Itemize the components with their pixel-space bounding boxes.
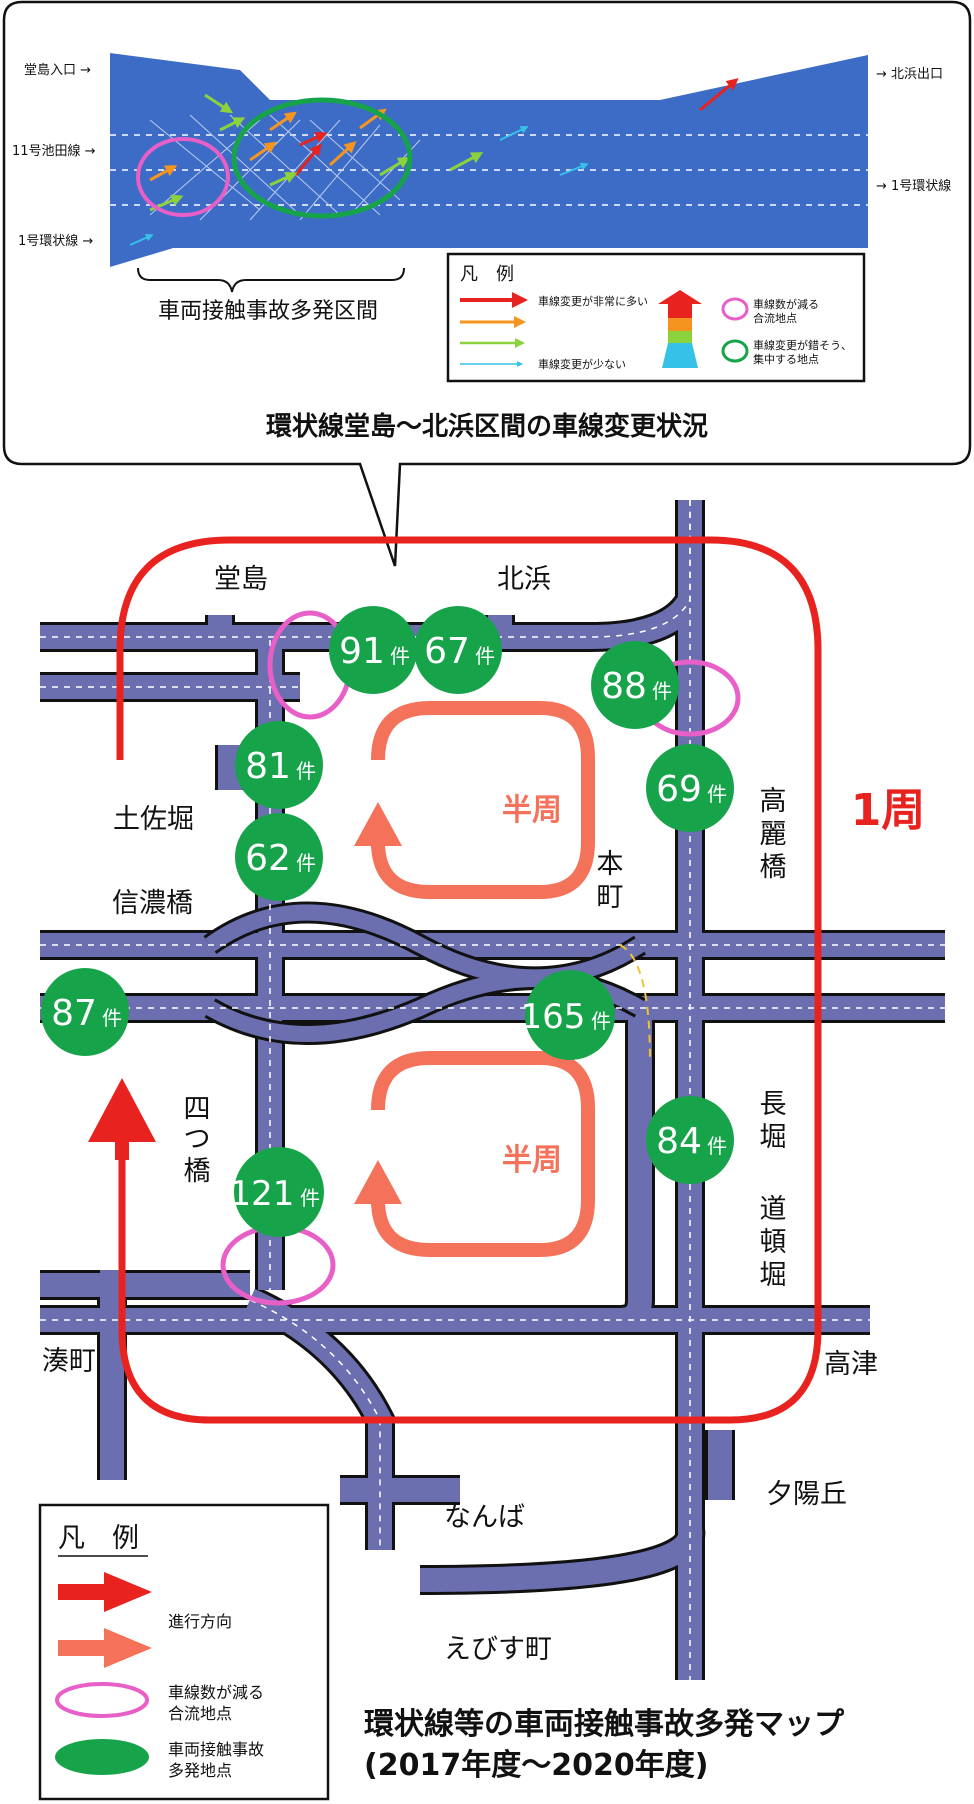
accident-marker-91: 91 件 (329, 606, 417, 694)
place-tosabori: 土佐堀 (113, 804, 194, 835)
map-legend-merge2: 合流地点 (168, 1704, 232, 1723)
accident-marker-165: 165 件 (521, 970, 615, 1060)
accident-count: 165 (521, 997, 586, 1037)
accident-count: 121 (230, 1174, 295, 1214)
place-honmachi-2: 町 (597, 882, 624, 913)
inset-legend-few: 車線変更が少ない (538, 357, 626, 371)
inset-legend-concentrate: 車線変更が錯そう、 (753, 338, 852, 352)
inset-legend-concentrate2: 集中する地点 (753, 352, 819, 366)
place-names: 堂島 北浜 土佐堀 信濃橋 高 麗 橋 本 町 四 つ 橋 長 堀 道 頓 堀 … (42, 564, 878, 1665)
accident-marker-62: 62 件 (235, 813, 323, 901)
accident-unit: 件 (652, 679, 672, 703)
inset-lane-change-arrows (129, 78, 739, 246)
accident-marker-88: 88 件 (591, 641, 679, 729)
place-yotsubashi-3: 橋 (184, 1156, 211, 1187)
accident-unit: 件 (300, 1186, 320, 1210)
place-ebisucho: えびす町 (444, 1634, 552, 1665)
inset-legend-merge: 車線数が減る (753, 297, 819, 311)
accident-count: 67 (424, 631, 470, 672)
accident-marker-87: 87 件 (41, 968, 129, 1056)
accident-count: 84 (656, 1121, 702, 1162)
map-legend-accident2: 多発地点 (168, 1761, 232, 1780)
inset-label-kitahama-exit: → 北浜出口 (876, 67, 943, 82)
place-dotonbori-2: 頓 (760, 1227, 787, 1258)
accident-marker-121: 121 件 (230, 1147, 324, 1237)
direction-arrow-icon (58, 1572, 152, 1612)
place-korai-3: 橋 (760, 852, 787, 883)
half-label-lower: 半周 (502, 1143, 562, 1178)
half-loop-upper (371, 701, 595, 899)
place-nagahori-1: 長 (760, 1089, 787, 1120)
inset-legend-merge2: 合流地点 (753, 311, 797, 325)
place-korai-1: 高 (760, 786, 787, 817)
gradient-arrow-icon (658, 290, 702, 368)
accident-marker-69: 69 件 (646, 744, 734, 832)
merge-ring-icon (55, 1682, 149, 1718)
place-nagahori-2: 堀 (760, 1122, 787, 1153)
place-shinanobashi: 信濃橋 (112, 888, 193, 919)
place-dotonbori-3: 堀 (760, 1260, 787, 1291)
zone-brace (137, 267, 405, 293)
place-kitahama: 北浜 (497, 564, 551, 595)
accident-unit: 件 (707, 782, 727, 806)
loop-arrow-icon (88, 1078, 156, 1142)
accident-count: 81 (245, 746, 291, 787)
place-yuhigaoka: 夕陽丘 (766, 1479, 847, 1510)
accident-unit: 件 (296, 759, 316, 783)
accident-count: 62 (245, 838, 291, 879)
inset-label-ikeda: 11号池田線 → (12, 143, 96, 159)
map-title: 環状線等の車両接触事故多発マップ (364, 1707, 845, 1742)
accident-count: 69 (656, 769, 702, 810)
accident-unit: 件 (102, 1006, 122, 1030)
half-arrow-lower-icon (354, 1160, 402, 1204)
inset-legend-title: 凡 例 (460, 264, 514, 285)
accident-unit: 件 (296, 851, 316, 875)
loop-label: 1周 (851, 785, 926, 836)
accident-marker-67: 67 件 (414, 606, 502, 694)
accident-unit: 件 (707, 1134, 727, 1158)
accident-unit: 件 (475, 644, 495, 668)
half-arrow-upper-icon (354, 802, 402, 846)
place-minatomachi: 湊町 (42, 1346, 96, 1377)
place-yotsubashi-1: 四 (184, 1094, 211, 1125)
place-namba: なんば (444, 1502, 525, 1533)
place-yotsubashi-2: つ (184, 1124, 211, 1155)
inset-legend-many: 車線変更が非常に多い (538, 294, 648, 308)
accident-marker-81: 81 件 (235, 721, 323, 809)
inset-legend: 凡 例 車線変更が非常に多い 車線変更が少ない 車線数が減る 合流地点 車線変更… (446, 252, 866, 383)
inset-label-dojima-entrance: 堂島入口 → (24, 63, 91, 78)
map-legend: 凡 例 進行方向 車線数が減る 合流地点 車両接触事故 多発地点 (38, 1503, 330, 1801)
inset-label-loop-out: → 1号環状線 (876, 178, 951, 194)
inset-concentration-circle (231, 97, 413, 219)
map-legend-merge: 車線数が減る (168, 1683, 264, 1702)
half-loop-lower (371, 1051, 595, 1257)
accident-marker-84: 84 件 (646, 1096, 734, 1184)
place-dojima: 堂島 (214, 564, 268, 595)
half-direction-arrow-icon (58, 1628, 152, 1668)
accident-count: 88 (601, 666, 647, 707)
accident-count: 87 (51, 993, 97, 1034)
place-korai-2: 麗 (760, 819, 787, 850)
map-period: (2017年度～2020年度) (364, 1748, 708, 1783)
zone-label: 車両接触事故多発区間 (158, 299, 378, 324)
inset-merge-circle (136, 137, 230, 217)
accident-unit: 件 (390, 644, 410, 668)
inset-caption: 環状線堂島～北浜区間の車線変更状況 (266, 411, 708, 442)
inset-label-loop-in: 1号環状線 → (18, 233, 93, 249)
map-legend-direction: 進行方向 (168, 1612, 232, 1631)
place-honmachi-1: 本 (597, 849, 624, 880)
accident-dot-icon (55, 1739, 149, 1775)
place-dotonbori-1: 道 (760, 1194, 787, 1225)
accident-markers: 91 件 67 件 88 件 81 件 69 件 62 件 (41, 606, 734, 1237)
place-takatsu: 高津 (824, 1349, 878, 1380)
inset-road (110, 53, 868, 267)
accident-count: 91 (339, 631, 385, 672)
map-legend-title: 凡 例 (58, 1523, 139, 1554)
map-legend-accident: 車両接触事故 (168, 1740, 264, 1759)
accident-unit: 件 (591, 1009, 611, 1033)
half-label-upper: 半周 (502, 793, 562, 828)
full-loop-route (116, 536, 822, 1424)
